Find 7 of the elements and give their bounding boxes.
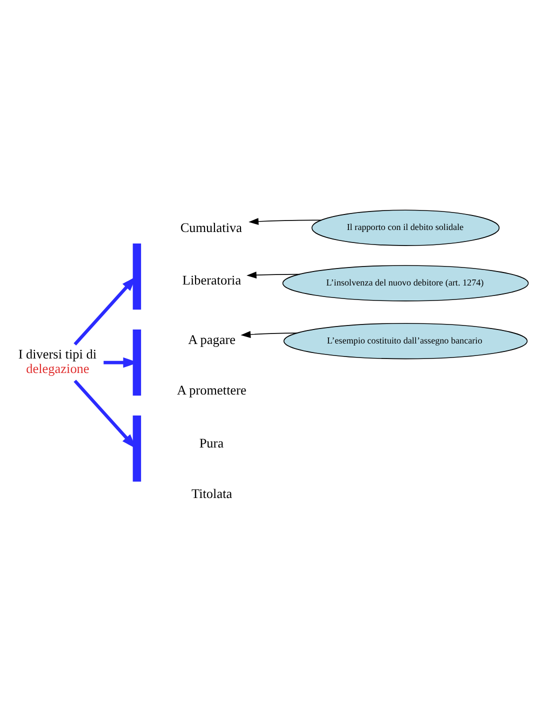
node-text: Pura [199, 436, 224, 451]
node-text: A pagare [188, 332, 236, 348]
node-text: I diversi tipi di delegazione [18, 346, 97, 376]
node-text: Titolata [191, 486, 232, 501]
node-text: A promettere [177, 382, 246, 398]
node-text: Cumulativa [180, 220, 242, 235]
node-text: Liberatoria [182, 272, 242, 288]
